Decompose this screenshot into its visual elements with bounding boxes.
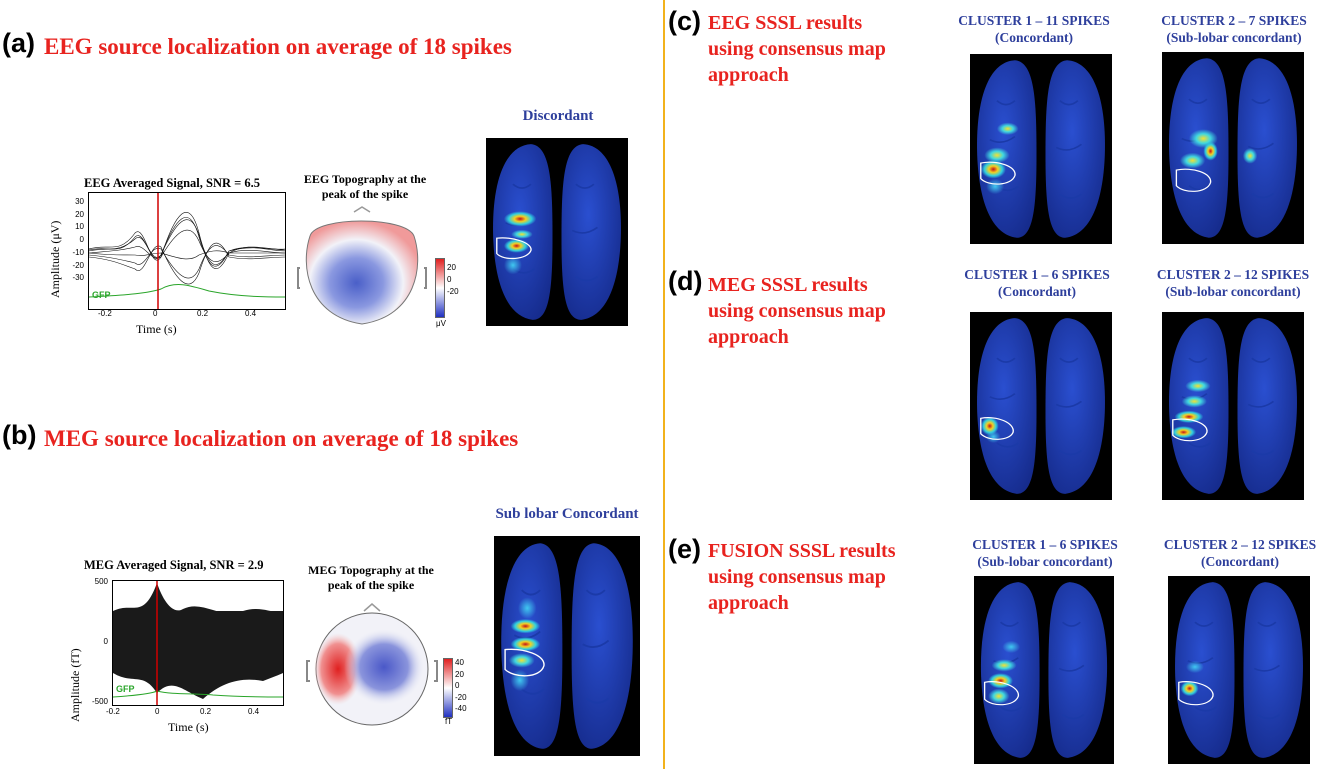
panel-b-ytick: -500: [91, 697, 108, 706]
panel-e-cluster-2-brain: [1168, 576, 1310, 764]
panel-e-cluster-1-label: CLUSTER 1 – 6 SPIKES(Sub-lobar concordan…: [972, 537, 1118, 569]
panel-a-ylabel: Amplitude (μV): [48, 220, 62, 298]
panel-a-xtick: -0.2: [98, 309, 112, 318]
panel-b-title: MEG source localization on average of 18…: [44, 426, 519, 451]
panel-a-gfp-label: GFP: [92, 290, 111, 300]
panel-b-colorbar: [443, 658, 453, 718]
panel-e-letter: (e): [668, 534, 701, 564]
panel-b-xtick: 0.2: [200, 707, 212, 716]
panel-b-topography: [300, 597, 442, 727]
panel-d-cluster-1-brain: [970, 312, 1112, 500]
panel-a-xtick: 0.2: [197, 309, 209, 318]
panel-a-xlabel: Time (s): [136, 322, 177, 336]
panel-d-cluster-2-brain: [1162, 312, 1304, 500]
panel-b-colorbar-unit: fT: [445, 717, 453, 726]
panel-c-letter: (c): [668, 6, 701, 36]
panel-a-waveforms: [88, 193, 286, 309]
panel-c-cluster-1-label: CLUSTER 1 – 11 SPIKES(Concordant): [958, 13, 1110, 45]
panel-b-xtick: -0.2: [106, 707, 120, 716]
panel-c-cluster-1-brain: [970, 54, 1112, 244]
panel-a-brain-image: [486, 138, 628, 326]
panel-d-letter: (d): [668, 266, 703, 296]
panel-a-signal-plot: [88, 192, 286, 310]
panel-b-topo-title: MEG Topography at the peak of the spike: [308, 563, 434, 592]
panel-b-brain-label: Sub lobar Concordant: [495, 506, 639, 522]
panel-a-colorbar-unit: μV: [436, 319, 446, 328]
panel-b-xtick: 0.4: [248, 707, 260, 716]
panel-b-gfp-label: GFP: [116, 684, 135, 694]
panel-c-cluster-2-brain: [1162, 52, 1304, 244]
panel-a-signal-title: EEG Averaged Signal, SNR = 6.5: [84, 176, 261, 190]
panel-c-cluster-2-label: CLUSTER 2 – 7 SPIKES(Sub-lobar concordan…: [1161, 13, 1307, 45]
panel-b-signal-plot: [112, 580, 284, 706]
panel-b-ylabel: Amplitude (fT): [68, 648, 82, 722]
panel-b-waveforms: [112, 581, 284, 705]
panel-e-cluster-1-brain: [974, 576, 1114, 764]
panel-b-brain-image: [494, 536, 640, 756]
panel-b-signal-title: MEG Averaged Signal, SNR = 2.9: [84, 558, 264, 572]
panel-a-xtick: 0.4: [245, 309, 257, 318]
panel-a-xtick: 0: [153, 309, 158, 318]
panel-a-title: EEG source localization on average of 18…: [44, 34, 512, 59]
panel-a-topography: [296, 206, 434, 328]
panel-d-cluster-2-label: CLUSTER 2 – 12 SPIKES(Sub-lobar concorda…: [1156, 267, 1310, 299]
panel-b-ytick: 0: [103, 637, 108, 646]
panel-divider: [663, 0, 665, 769]
panel-b-xtick: 0: [155, 707, 160, 716]
panel-b-xlabel: Time (s): [168, 720, 209, 734]
panel-a-colorbar: [435, 258, 445, 318]
panel-b-ytick: 500: [94, 577, 108, 586]
panel-a-topo-title: EEG Topography at the peak of the spike: [303, 172, 427, 201]
panel-a-letter: (a): [2, 28, 35, 58]
panel-e-cluster-2-label: CLUSTER 2 – 12 SPIKES(Concordant): [1163, 537, 1317, 569]
panel-a-brain-label: Discordant: [522, 108, 594, 124]
panel-b-letter: (b): [2, 420, 37, 450]
panel-d-cluster-1-label: CLUSTER 1 – 6 SPIKES(Concordant): [964, 267, 1110, 299]
